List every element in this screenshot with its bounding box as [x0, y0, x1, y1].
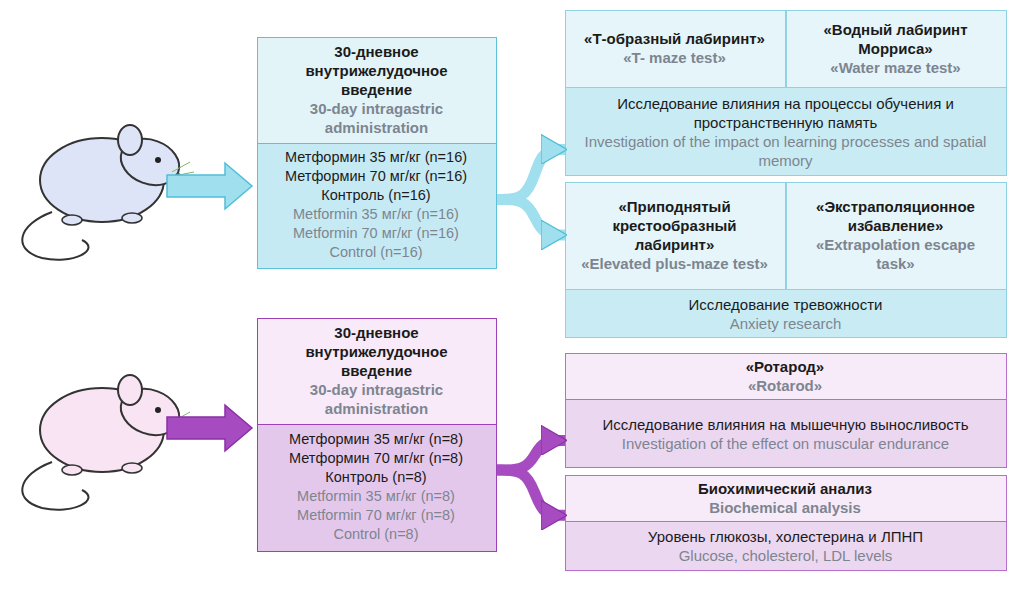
text-area: «Экстраполяционное избавление»«Extrapola…	[785, 181, 1006, 289]
test-box: Биохимический анализBiochemical analysis	[565, 475, 1007, 522]
translation-text: Investigation of the impact on learning …	[579, 132, 993, 170]
translation-text: Control (n=8)	[333, 525, 418, 544]
mouse-body	[40, 138, 164, 222]
primary-text: Метформин 35 мг/кг (n=16)	[285, 148, 467, 167]
mouse-whiskers	[172, 162, 194, 184]
mouse-illustration	[22, 125, 194, 260]
primary-text: 30-дневное внутрижелудочное введение	[271, 323, 483, 380]
mouse-eye	[155, 407, 161, 413]
translation-text: Metformin 70 мг/кг (n=16)	[293, 224, 459, 243]
group-list: Метформин 35 мг/кг (n=16)Метформин 70 мг…	[257, 143, 497, 269]
text-area: Метформин 35 мг/кг (n=16)Метформин 70 мг…	[256, 142, 496, 268]
mouse-tail	[22, 462, 88, 510]
test-box: «Приподнятый крестообразный лабиринт»«El…	[565, 182, 786, 290]
translation-text: «Elevated plus-maze test»	[581, 254, 768, 273]
text-area: «Ротарод»«Rotarod»	[564, 352, 1006, 399]
test-box: «Ротарод»«Rotarod»	[565, 353, 1007, 400]
mouse-body	[40, 388, 164, 472]
text-area: Исследование влияния на процессы обучени…	[565, 88, 1007, 176]
group-list: Метформин 35 мг/кг (n=8)Метформин 70 мг/…	[257, 424, 497, 552]
translation-text: Biochemical analysis	[709, 498, 861, 517]
test-box: «Экстраполяционное избавление»«Extrapola…	[786, 182, 1007, 290]
translation-text: Anxiety research	[730, 314, 842, 333]
text-area: Биохимический анализBiochemical analysis	[564, 474, 1006, 521]
primary-text: «Приподнятый крестообразный лабиринт»	[578, 197, 771, 254]
translation-text: «T- maze test»	[623, 48, 726, 67]
test-box: «Водный лабиринт Морриса»«Water maze tes…	[786, 10, 1007, 88]
translation-text: Investigation of the effect on muscular …	[622, 434, 949, 453]
primary-text: Исследование влияния на процессы обучени…	[579, 94, 993, 132]
procedure-box: 30-дневное внутрижелудочное введение30-d…	[257, 37, 497, 269]
primary-text: 30-дневное внутрижелудочное введение	[271, 42, 483, 99]
mouse-nose	[175, 423, 181, 429]
mouse-head	[114, 381, 185, 443]
primary-text: Биохимический анализ	[698, 479, 872, 498]
test-group: Исследование тревожностиAnxiety research…	[565, 182, 1007, 338]
translation-text: Metformin 70 мг/кг (n=8)	[297, 506, 455, 525]
mouse-head	[114, 131, 185, 193]
primary-text: Исследование влияния на мышечную выносли…	[603, 415, 969, 434]
mouse-foot	[62, 465, 82, 475]
text-area: «Водный лабиринт Морриса»«Water maze tes…	[785, 9, 1006, 87]
primary-text: «Т-образный лабиринт»	[584, 29, 765, 48]
primary-text: Метформин 70 мг/кг (n=8)	[289, 449, 463, 468]
text-area: Исследование тревожностиAnxiety research	[565, 290, 1007, 338]
mouse-ear	[118, 125, 142, 155]
test-box: «Т-образный лабиринт»«T- maze test»	[565, 10, 786, 88]
connector-layer	[497, 149, 565, 515]
test-group: Исследование влияния на процессы обучени…	[565, 10, 1007, 176]
mouse-nose	[175, 173, 181, 179]
primary-text: «Экстраполяционное избавление»	[799, 197, 992, 235]
translation-text: 30-day intragastric administration	[271, 99, 483, 137]
primary-text: Контроль (n=8)	[325, 468, 426, 487]
primary-text: Уровень глюкозы, холестерина и ЛПНП	[648, 527, 923, 546]
mouse-whiskers	[172, 412, 194, 434]
mouse-ear	[118, 375, 142, 405]
translation-text: «Water maze test»	[830, 58, 960, 77]
text-area: «Приподнятый крестообразный лабиринт»«El…	[564, 181, 785, 289]
primary-text: «Ротарод»	[746, 357, 824, 376]
primary-text: «Водный лабиринт Морриса»	[799, 20, 992, 58]
test-group: Исследование влияния на мышечную выносли…	[565, 353, 1007, 468]
text-area: Метформин 35 мг/кг (n=8)Метформин 70 мг/…	[256, 423, 496, 551]
text-area: «Т-образный лабиринт»«T- maze test»	[564, 9, 785, 87]
block-arrow	[167, 405, 252, 451]
text-area: Исследование влияния на мышечную выносли…	[565, 400, 1007, 468]
branch-arrow	[497, 470, 565, 515]
text-area: 30-дневное внутрижелудочное введение30-d…	[257, 318, 497, 424]
translation-text: «Rotarod»	[748, 376, 822, 395]
translation-text: Glucose, cholesterol, LDL levels	[679, 546, 893, 565]
test-group: Уровень глюкозы, холестерина и ЛПНПGluco…	[565, 475, 1007, 571]
translation-text: «Extrapolation escape task»	[799, 235, 992, 273]
primary-text: Метформин 35 мг/кг (n=8)	[289, 430, 463, 449]
mouse-foot	[122, 213, 142, 223]
translation-text: 30-day intragastric administration	[271, 380, 483, 418]
primary-text: Исследование тревожности	[689, 295, 883, 314]
translation-text: Metformin 35 мг/кг (n=16)	[293, 205, 459, 224]
translation-text: Control (n=16)	[329, 243, 422, 262]
mouse-tail	[22, 212, 88, 260]
mouse-eye	[155, 157, 161, 163]
block-arrow	[167, 163, 252, 209]
mouse-foot	[122, 463, 142, 473]
procedure-box: 30-дневное внутрижелудочное введение30-d…	[257, 318, 497, 552]
text-area: 30-дневное внутрижелудочное введение30-d…	[257, 37, 497, 143]
mouse-foot	[62, 215, 82, 225]
primary-text: Контроль (n=16)	[321, 186, 430, 205]
branch-arrow	[497, 199, 565, 235]
translation-text: Metformin 35 мг/кг (n=8)	[297, 487, 455, 506]
text-area: Уровень глюкозы, холестерина и ЛПНПGluco…	[565, 522, 1007, 571]
primary-text: Метформин 70 мг/кг (n=16)	[285, 167, 467, 186]
mouse-illustration	[22, 375, 194, 510]
branch-arrow	[497, 440, 565, 470]
branch-arrow	[497, 149, 565, 199]
